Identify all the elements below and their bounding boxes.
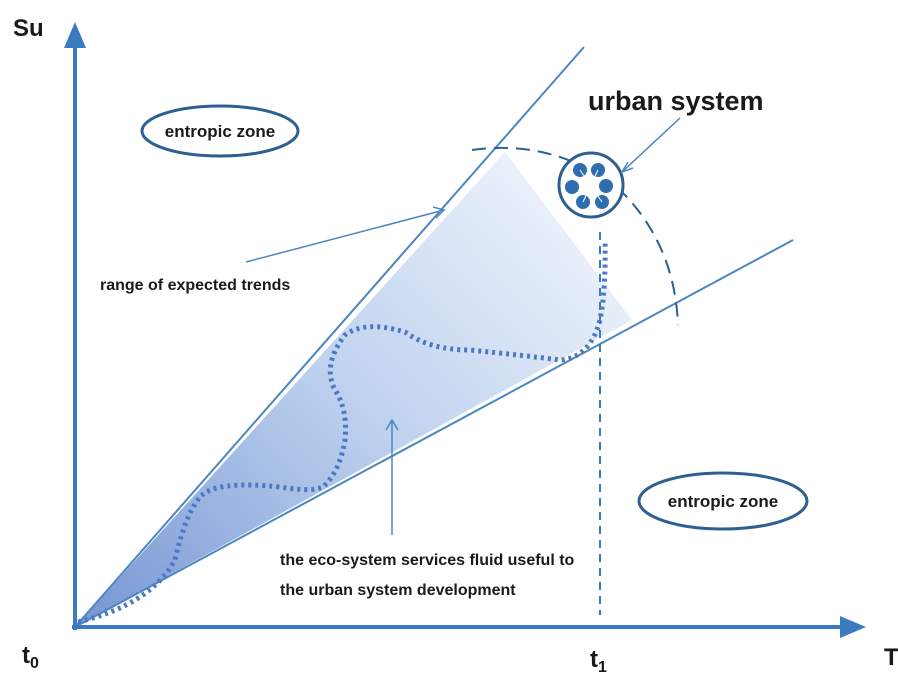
urban-system-pointer-head <box>620 161 634 174</box>
urban-system-label: urban system <box>588 86 764 116</box>
urban-system-arc <box>471 146 679 326</box>
eco-system-fluid-path <box>77 239 608 625</box>
t1-label: t1 <box>590 646 607 673</box>
entropic-zone-bottom-label: entropic zone <box>668 492 779 511</box>
fluid-pointer-head <box>385 418 399 431</box>
entropic-zone-top-label: entropic zone <box>165 122 276 141</box>
fluid-label-line1: the eco-system services fluid useful to <box>280 552 575 569</box>
upper-trend-line <box>74 46 585 628</box>
expected-trends-area <box>75 152 632 627</box>
urban-system-icon <box>557 151 625 219</box>
y-axis-arrowhead <box>64 22 86 48</box>
range-label: range of expected trends <box>100 277 290 294</box>
fluid-label-line2: the urban system development <box>280 582 516 599</box>
x-axis-arrowhead <box>840 616 866 638</box>
urban-system-pointer <box>621 117 681 173</box>
x-axis-label: T <box>884 644 898 671</box>
range-pointer <box>245 209 445 263</box>
y-axis-label: Su <box>13 15 44 42</box>
lower-trend-line <box>74 239 794 628</box>
entropic-zone-bottom: entropic zone <box>637 471 809 531</box>
entropic-zone-top: entropic zone <box>140 104 300 158</box>
range-pointer-head <box>432 206 446 219</box>
origin-label: t0 <box>22 642 39 672</box>
